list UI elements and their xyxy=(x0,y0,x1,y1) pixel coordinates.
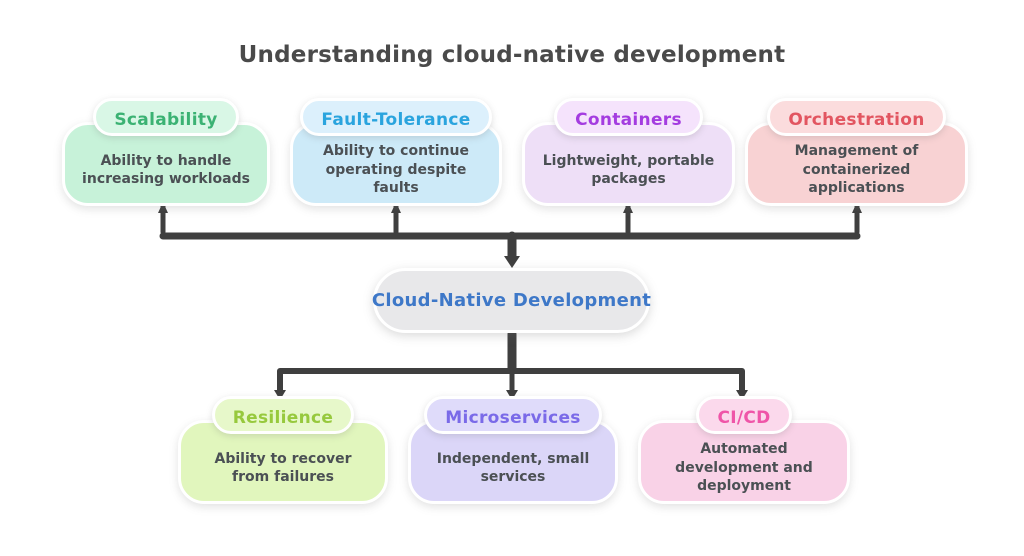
node-resilience-label: Resilience xyxy=(232,408,334,428)
node-fault-tolerance-description: Ability to continue operating despite fa… xyxy=(323,143,469,197)
node-containers-label: Containers xyxy=(575,110,682,130)
node-microservices-pill: Microservices xyxy=(424,396,602,434)
node-containers-pill: Containers xyxy=(554,98,703,136)
node-resilience-body: Ability to recover from failures xyxy=(178,420,388,504)
node-containers: Containers Lightweight, portable package… xyxy=(522,98,735,206)
node-ci-cd-label: CI/CD xyxy=(717,408,771,428)
arrowhead-center xyxy=(504,256,520,268)
arrowhead-fault-tolerance xyxy=(391,202,401,213)
node-orchestration-label: Orchestration xyxy=(788,110,925,130)
node-fault-tolerance-label: Fault-Tolerance xyxy=(321,110,471,130)
node-orchestration: Orchestration Management of containerize… xyxy=(745,98,968,206)
node-ci-cd: CI/CD Automated development and deployme… xyxy=(638,396,850,504)
node-fault-tolerance-pill: Fault-Tolerance xyxy=(300,98,492,136)
node-microservices-description: Independent, small services xyxy=(436,450,590,485)
node-scalability-pill: Scalability xyxy=(93,98,239,136)
diagram-title: Understanding cloud-native development xyxy=(238,42,786,68)
arrowhead-microservices xyxy=(506,390,518,400)
arrowhead-scalability xyxy=(158,202,168,213)
arrowhead-ci-cd xyxy=(736,390,748,400)
node-resilience: Resilience Ability to recover from failu… xyxy=(178,396,388,504)
node-scalability-label: Scalability xyxy=(114,110,218,130)
node-cloud-native-development: Cloud-Native Development xyxy=(371,268,652,333)
node-cloud-native-development-label: Cloud-Native Development xyxy=(371,290,652,311)
node-ci-cd-description: Automated development and deployment xyxy=(675,441,813,495)
node-scalability-description: Ability to handle increasing workloads xyxy=(82,152,250,187)
node-microservices: Microservices Independent, small service… xyxy=(408,396,618,504)
node-containers-body: Lightweight, portable packages xyxy=(522,122,735,206)
node-fault-tolerance: Fault-Tolerance Ability to continue oper… xyxy=(290,98,502,206)
node-ci-cd-pill: CI/CD xyxy=(696,396,792,434)
node-resilience-pill: Resilience xyxy=(211,396,355,434)
node-resilience-description: Ability to recover from failures xyxy=(214,450,352,485)
node-fault-tolerance-body: Ability to continue operating despite fa… xyxy=(290,122,502,206)
node-ci-cd-body: Automated development and deployment xyxy=(638,420,850,504)
node-microservices-label: Microservices xyxy=(445,408,581,428)
arrowhead-resilience xyxy=(274,390,286,400)
node-orchestration-pill: Orchestration xyxy=(767,98,946,136)
node-scalability: Scalability Ability to handle increasing… xyxy=(62,98,270,206)
node-orchestration-description: Management of containerized applications xyxy=(794,143,919,197)
arrowhead-containers xyxy=(623,202,633,213)
arrowhead-orchestration xyxy=(852,202,862,213)
node-microservices-body: Independent, small services xyxy=(408,420,618,504)
node-containers-description: Lightweight, portable packages xyxy=(542,152,715,187)
